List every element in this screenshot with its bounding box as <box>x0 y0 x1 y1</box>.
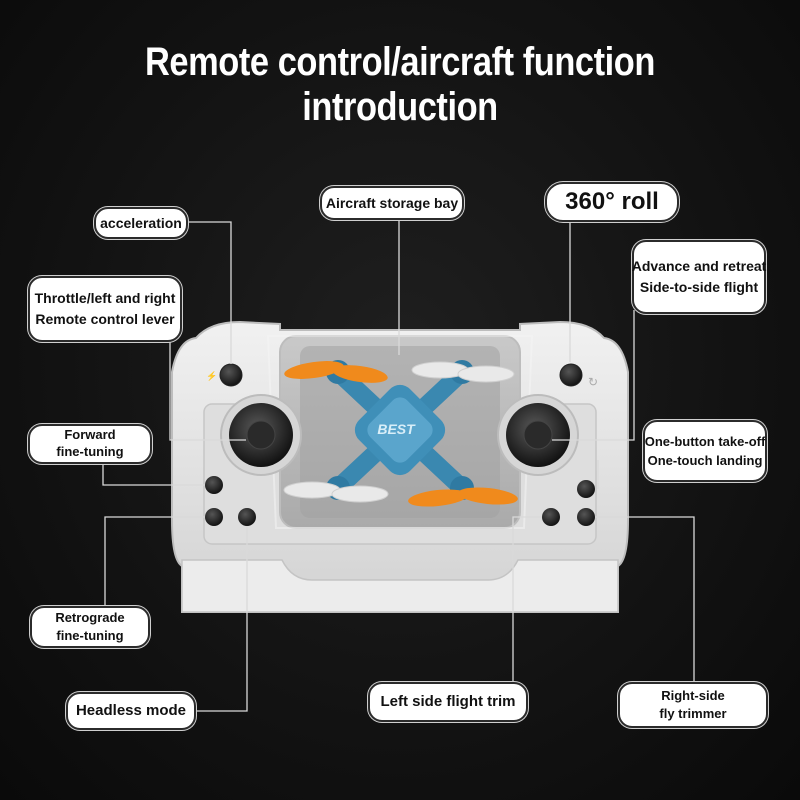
label-retrograde-line1: Retrograde <box>55 610 125 626</box>
label-advance-line2: Side-to-side flight <box>639 279 759 295</box>
controller-base <box>181 559 619 613</box>
label-acceleration-text: acceleration <box>100 214 182 231</box>
label-throttle-line1: Throttle/left and right <box>34 290 176 306</box>
label-takeoff-line1: One-button take-off <box>644 433 766 449</box>
label-left-trim-text: Left side flight trim <box>380 692 516 710</box>
label-left-trim: Left side flight trim <box>368 682 528 722</box>
forward-trim-button <box>205 476 223 494</box>
label-storage-bay: Aircraft storage bay <box>320 186 464 220</box>
page-title: Remote control/aircraft function introdu… <box>145 40 655 129</box>
label-roll: 360° roll <box>545 182 679 222</box>
svg-text:↻: ↻ <box>588 375 598 389</box>
label-right-trim-line2: fly trimmer <box>659 706 727 721</box>
label-right-trim: Right-side fly trimmer <box>618 682 768 728</box>
headless-mode-button <box>238 508 256 526</box>
takeoff-landing-button <box>577 480 595 498</box>
label-takeoff-line2: One-touch landing <box>647 453 763 468</box>
label-advance-line1: Advance and retreat <box>631 258 767 274</box>
retrograde-trim-button <box>205 508 223 526</box>
label-forward-line1: Forward <box>64 427 116 443</box>
label-retrograde: Retrograde fine-tuning <box>30 606 150 648</box>
leader-lines <box>102 220 695 712</box>
label-takeoff: One-button take-off One-touch landing <box>643 420 767 482</box>
drone-brand-text: BEST <box>377 421 416 437</box>
label-roll-text: 360° roll <box>565 188 659 215</box>
label-forward: Forward fine-tuning <box>28 424 152 464</box>
label-retrograde-line2: fine-tuning <box>56 628 124 643</box>
label-headless: Headless mode <box>66 692 196 730</box>
label-throttle: Throttle/left and right Remote control l… <box>28 276 182 342</box>
label-advance: Advance and retreat Side-to-side flight <box>632 240 766 314</box>
label-forward-line2: fine-tuning <box>56 444 124 459</box>
acceleration-button <box>219 363 243 387</box>
right-trim-button <box>577 508 595 526</box>
svg-text:⚡: ⚡ <box>206 370 217 382</box>
label-throttle-line2: Remote control lever <box>35 311 175 327</box>
drone: BEST <box>283 360 518 507</box>
label-acceleration: acceleration <box>94 207 188 239</box>
label-right-trim-line1: Right-side <box>661 688 725 704</box>
left-trim-button <box>542 508 560 526</box>
label-headless-text: Headless mode <box>75 701 187 719</box>
label-storage-bay-text: Aircraft storage bay <box>325 194 459 211</box>
roll-button <box>559 363 583 387</box>
